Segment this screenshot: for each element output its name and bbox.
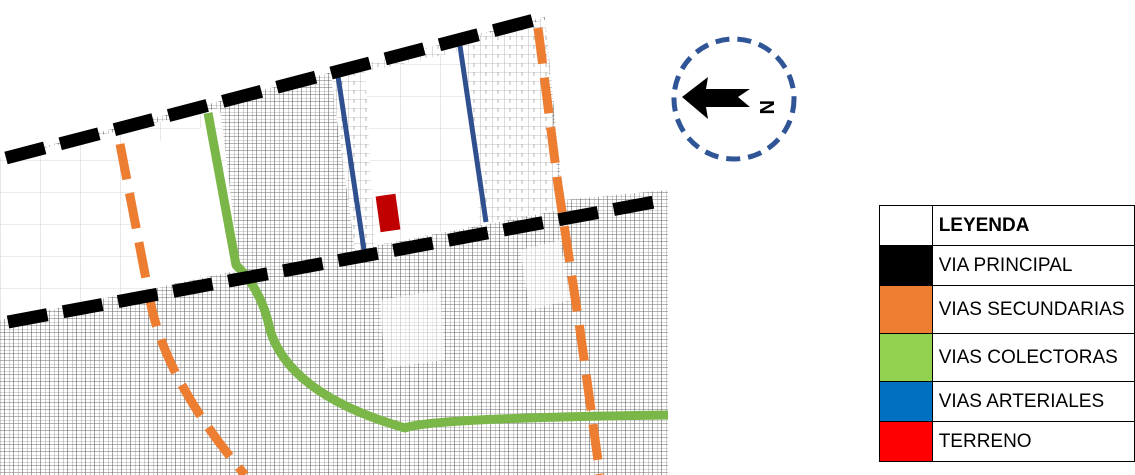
compass-rose: N bbox=[671, 36, 797, 162]
legend-item: VIAS ARTERIALES bbox=[879, 381, 1135, 422]
via-principal-north bbox=[4, 11, 544, 165]
legend-label-terreno: TERRENO bbox=[931, 421, 1135, 462]
terreno-site bbox=[375, 193, 401, 233]
legend: LEYENDA VIA PRINCIPAL VIAS SECUNDARIAS V… bbox=[879, 205, 1135, 462]
legend-swatch-vias-colectoras bbox=[879, 333, 933, 382]
legend-item: VIAS COLECTORAS bbox=[879, 333, 1135, 382]
legend-header-swatch bbox=[879, 205, 933, 246]
north-arrow-icon bbox=[682, 77, 750, 119]
legend-item: VIA PRINCIPAL bbox=[879, 245, 1135, 286]
legend-label-vias-colectoras: VIAS COLECTORAS bbox=[931, 333, 1135, 382]
legend-item: VIAS SECUNDARIAS bbox=[879, 285, 1135, 334]
north-label: N bbox=[755, 100, 777, 114]
vias-secundarias-east bbox=[533, 27, 605, 475]
vias-arteriales-west bbox=[335, 75, 367, 251]
legend-swatch-via-principal bbox=[879, 245, 933, 286]
legend-swatch-terreno bbox=[879, 421, 933, 462]
vias-colectoras-route bbox=[203, 112, 668, 433]
legend-swatch-vias-secundarias bbox=[879, 285, 933, 334]
legend-label-vias-arteriales: VIAS ARTERIALES bbox=[931, 381, 1135, 422]
legend-item: TERRENO bbox=[879, 421, 1135, 462]
legend-label-vias-secundarias: VIAS SECUNDARIAS bbox=[931, 285, 1135, 334]
vias-arteriales-east bbox=[457, 45, 489, 223]
legend-header: LEYENDA bbox=[879, 205, 1135, 246]
legend-title: LEYENDA bbox=[931, 205, 1135, 246]
legend-swatch-vias-arteriales bbox=[879, 381, 933, 422]
legend-label-via-principal: VIA PRINCIPAL bbox=[931, 245, 1135, 286]
urban-map bbox=[0, 11, 668, 475]
vias-secundarias-west bbox=[115, 143, 249, 475]
